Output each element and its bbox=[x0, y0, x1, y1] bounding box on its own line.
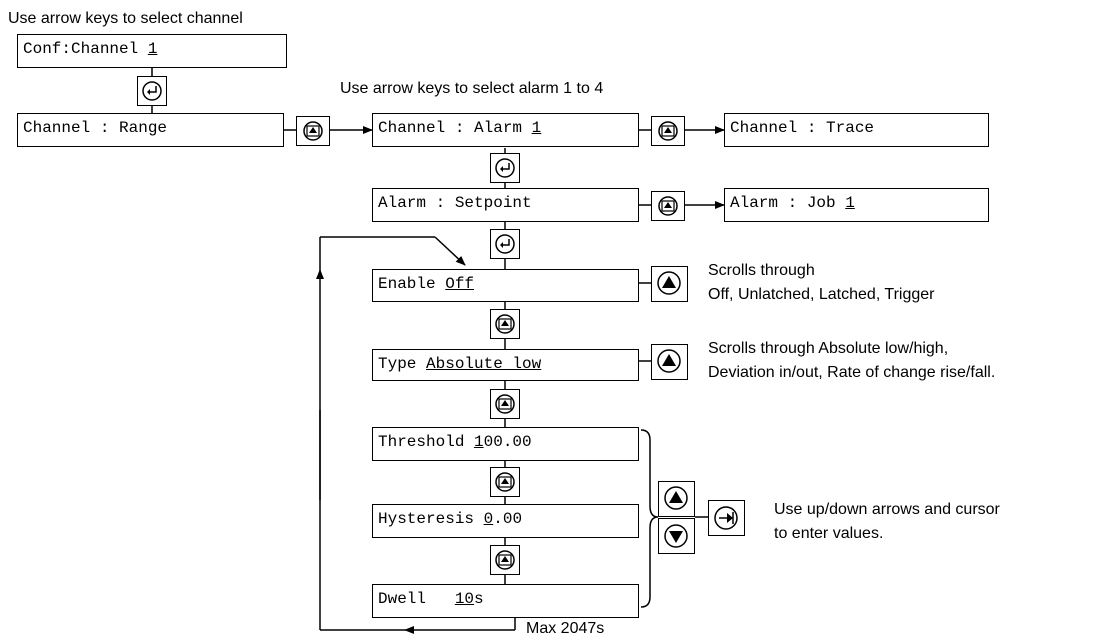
enter-key-button[interactable] bbox=[490, 229, 520, 259]
channel-alarm-box: Channel : Alarm 1 bbox=[372, 113, 639, 147]
up-arrow-key-icon bbox=[657, 271, 681, 295]
channel-range-label: Channel : Range bbox=[23, 119, 168, 137]
up-arrow-key-icon bbox=[657, 349, 681, 373]
enter-key-button[interactable] bbox=[137, 76, 167, 106]
scroll-key-icon bbox=[495, 550, 515, 570]
enter-key-icon bbox=[495, 158, 515, 178]
note-values-line1: Use up/down arrows and cursor bbox=[774, 501, 1000, 518]
page-key-icon bbox=[658, 121, 678, 141]
page-key-icon bbox=[303, 121, 323, 141]
channel-alarm-value: 1 bbox=[531, 119, 542, 137]
dwell-box: Dwell 10s bbox=[372, 584, 639, 618]
alarm-job-box: Alarm : Job 1 bbox=[724, 188, 989, 222]
down-arrow-key-button[interactable] bbox=[658, 518, 695, 554]
alarm-job-value: 1 bbox=[845, 194, 855, 212]
threshold-box: Threshold 100.00 bbox=[372, 427, 639, 461]
scroll-key-icon bbox=[495, 394, 515, 414]
hysteresis-rest: .00 bbox=[493, 510, 523, 528]
cursor-right-key-icon bbox=[714, 506, 738, 530]
enable-box: Enable Off bbox=[372, 269, 639, 302]
cursor-key-button[interactable] bbox=[708, 500, 745, 536]
page-key-icon bbox=[658, 196, 678, 216]
down-arrow-key-icon bbox=[664, 524, 688, 548]
up-arrow-key-button[interactable] bbox=[651, 266, 688, 302]
channel-trace-label: Channel : Trace bbox=[730, 119, 875, 137]
enter-key-icon bbox=[495, 234, 515, 254]
scroll-key-button[interactable] bbox=[490, 467, 520, 497]
note-enable-line1: Scrolls through bbox=[708, 262, 815, 279]
note-select-channel: Use arrow keys to select channel bbox=[8, 10, 243, 27]
hysteresis-label: Hysteresis bbox=[378, 510, 484, 528]
scroll-key-button[interactable] bbox=[490, 389, 520, 419]
alarm-job-label: Alarm : Job bbox=[730, 194, 846, 212]
note-select-alarm: Use arrow keys to select alarm 1 to 4 bbox=[340, 80, 604, 97]
type-value: Absolute low bbox=[426, 355, 542, 373]
channel-range-box: Channel : Range bbox=[17, 113, 284, 147]
hysteresis-box: Hysteresis 0.00 bbox=[372, 504, 639, 538]
note-type-line2: Deviation in/out, Rate of change rise/fa… bbox=[708, 364, 996, 381]
conf-channel-box: Conf:Channel 1 bbox=[17, 34, 287, 68]
scroll-key-icon bbox=[495, 472, 515, 492]
enable-value: Off bbox=[445, 275, 475, 293]
enable-label: Enable bbox=[378, 275, 446, 293]
threshold-value: 1 bbox=[474, 433, 484, 451]
threshold-label: Threshold bbox=[378, 433, 475, 451]
channel-trace-box: Channel : Trace bbox=[724, 113, 989, 147]
note-type-line1: Scrolls through Absolute low/high, bbox=[708, 340, 949, 357]
scroll-key-button[interactable] bbox=[490, 309, 520, 339]
conf-channel-value: 1 bbox=[147, 40, 158, 58]
up-arrow-key-icon bbox=[664, 486, 688, 510]
enter-key-button[interactable] bbox=[490, 153, 520, 183]
note-max-dwell: Max 2047s bbox=[526, 620, 605, 637]
type-label: Type bbox=[378, 355, 427, 373]
dwell-rest: s bbox=[474, 590, 484, 608]
up-arrow-key-button[interactable] bbox=[651, 344, 688, 380]
scroll-key-button[interactable] bbox=[490, 545, 520, 575]
page-key-button[interactable] bbox=[296, 116, 330, 146]
dwell-value: 10 bbox=[454, 590, 475, 608]
enter-key-icon bbox=[142, 81, 162, 101]
up-arrow-key-button[interactable] bbox=[658, 481, 695, 517]
page-key-button[interactable] bbox=[651, 191, 685, 221]
scroll-key-icon bbox=[495, 314, 515, 334]
note-enable-line2: Off, Unlatched, Latched, Trigger bbox=[708, 286, 935, 303]
conf-channel-label: Conf:Channel bbox=[23, 40, 148, 58]
hysteresis-value: 0 bbox=[483, 510, 494, 528]
alarm-setpoint-label: Alarm : Setpoint bbox=[378, 194, 532, 212]
threshold-rest: 00.00 bbox=[483, 433, 532, 451]
alarm-setpoint-box: Alarm : Setpoint bbox=[372, 188, 639, 222]
note-values-line2: to enter values. bbox=[774, 525, 884, 542]
channel-alarm-label: Channel : Alarm bbox=[378, 119, 532, 137]
page-key-button[interactable] bbox=[651, 116, 685, 146]
dwell-label: Dwell bbox=[378, 590, 455, 608]
type-box: Type Absolute low bbox=[372, 349, 639, 381]
